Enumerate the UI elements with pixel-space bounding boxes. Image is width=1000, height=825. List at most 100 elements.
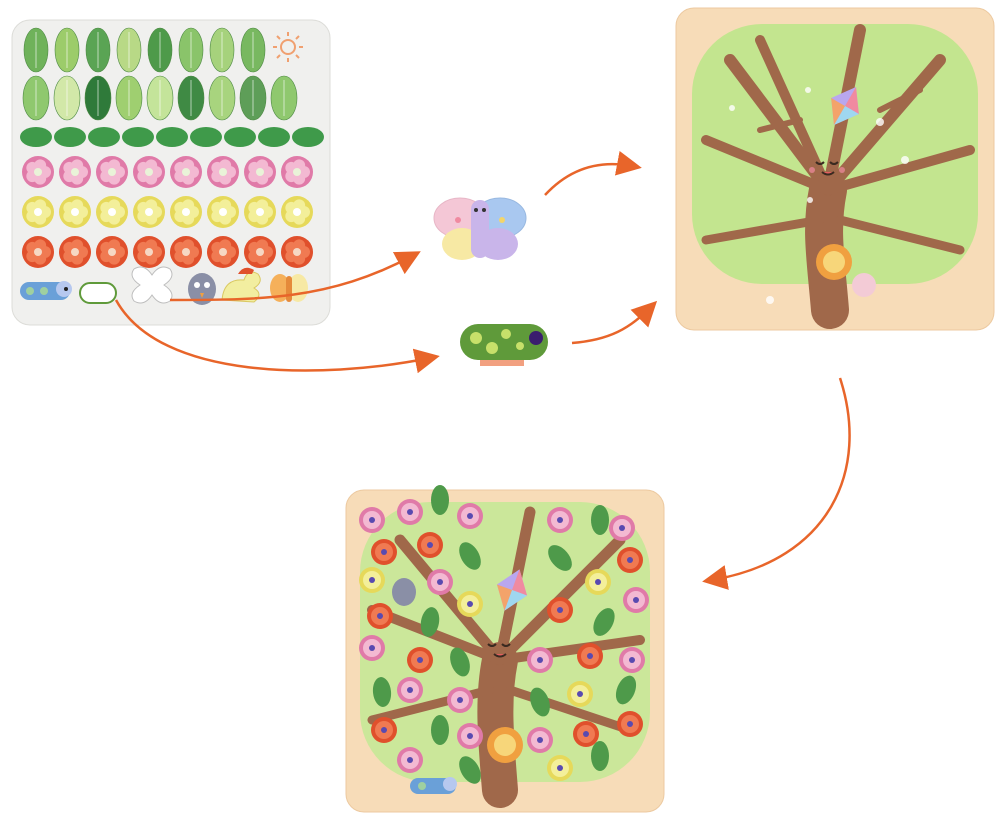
kite-icon	[831, 86, 859, 126]
finished-flower-center	[577, 691, 583, 697]
flower-center	[256, 208, 264, 216]
finished-flower-center	[557, 607, 563, 613]
finished-leaf	[459, 756, 481, 784]
leaf-row-1	[23, 27, 266, 73]
leaf-sticker-wide	[122, 127, 154, 147]
finished-leaf	[591, 505, 609, 535]
flower-center	[71, 208, 79, 216]
flower-center	[145, 208, 153, 216]
sheet-butterfly-outline-icon	[131, 266, 173, 304]
sun-icon	[273, 32, 303, 62]
arrow-board-to-finished	[702, 377, 851, 590]
sheet-caterpillar-slot-outline	[79, 282, 117, 304]
finished-flower-center	[369, 645, 375, 651]
flower-center	[256, 168, 264, 176]
finished-flower-center	[633, 597, 639, 603]
finished-flower-center	[627, 557, 633, 563]
flower-center	[108, 208, 116, 216]
finished-flower-center	[557, 765, 563, 771]
finished-flower-center	[627, 721, 633, 727]
lion-icon	[816, 244, 876, 297]
finished-tree-face-icon	[487, 643, 511, 658]
finished-flower-center	[377, 613, 383, 619]
leaf-sticker-wide	[54, 127, 86, 147]
flower-center	[219, 208, 227, 216]
leaf-sticker-wide	[258, 127, 290, 147]
finished-flower-center	[537, 737, 543, 743]
leaf-row-2	[22, 75, 298, 121]
flower-center	[182, 168, 190, 176]
finished-flower-center	[557, 517, 563, 523]
finished-leaf	[459, 542, 481, 570]
leaf-row-3	[20, 127, 324, 147]
finished-board-panel	[345, 485, 665, 813]
finished-flower-center	[537, 657, 543, 663]
leaf-sticker-wide	[190, 127, 222, 147]
finished-flower-center	[467, 513, 473, 519]
finished-leaf	[431, 485, 449, 515]
finished-flower-center	[407, 509, 413, 515]
finished-flower-center	[595, 579, 601, 585]
finished-leaf	[420, 607, 440, 637]
leaf-sticker-wide	[292, 127, 324, 147]
flower-center	[219, 248, 227, 256]
finished-flower-center	[381, 549, 387, 555]
arrow-sheet-to-butterfly	[169, 251, 421, 302]
finished-flower-center	[619, 525, 625, 531]
finished-leaf	[591, 741, 609, 771]
flower-center	[182, 248, 190, 256]
arrow-caterpillar-to-board	[571, 300, 658, 345]
finished-leaf	[548, 545, 572, 571]
flower-center	[182, 208, 190, 216]
flower-center	[256, 248, 264, 256]
tree-board-panel	[675, 7, 995, 331]
arrow-sheet-to-caterpillar	[114, 299, 440, 374]
leaf-sticker-wide	[20, 127, 52, 147]
flow-arrows	[114, 150, 851, 590]
finished-lion-icon	[487, 727, 523, 763]
tree-face-icon	[809, 161, 845, 176]
finished-bird-icon	[392, 578, 416, 606]
finished-flower-center	[407, 757, 413, 763]
finished-flower-center	[437, 579, 443, 585]
finished-flower-center	[369, 577, 375, 583]
arrow-butterfly-to-board	[544, 150, 642, 196]
tree-board-dots	[729, 87, 909, 304]
flower-center	[293, 208, 301, 216]
finished-flower-center	[417, 657, 423, 663]
flower-center	[145, 248, 153, 256]
leaf-sticker-wide	[88, 127, 120, 147]
flower-center	[108, 168, 116, 176]
flower-center	[34, 208, 42, 216]
finished-leaf	[450, 647, 470, 677]
finished-leaf	[372, 677, 392, 707]
flower-center	[108, 248, 116, 256]
finished-decorations	[359, 485, 649, 784]
finished-flower-center	[467, 601, 473, 607]
finished-leaf	[593, 608, 615, 636]
finished-flower-center	[629, 657, 635, 663]
flower-center	[293, 168, 301, 176]
flower-center	[71, 248, 79, 256]
flower-center	[71, 168, 79, 176]
flower-center	[219, 168, 227, 176]
finished-flower-center	[369, 517, 375, 523]
flower-center	[34, 248, 42, 256]
flower-center	[34, 168, 42, 176]
finished-flower-center	[457, 697, 463, 703]
finished-leaf	[431, 715, 449, 745]
sheet-bird-icon	[188, 273, 216, 305]
finished-leaf	[615, 675, 637, 705]
finished-caterpillar-icon	[410, 777, 457, 794]
flower-rows	[22, 156, 313, 268]
finished-flower-center	[587, 653, 593, 659]
leaf-sticker-wide	[156, 127, 188, 147]
finished-flower-center	[381, 727, 387, 733]
flower-center	[145, 168, 153, 176]
butterfly-piece	[433, 197, 527, 260]
finished-kite-icon	[496, 569, 528, 611]
flower-center	[293, 248, 301, 256]
finished-flower-center	[407, 687, 413, 693]
sheet-caterpillar-icon	[20, 281, 72, 300]
